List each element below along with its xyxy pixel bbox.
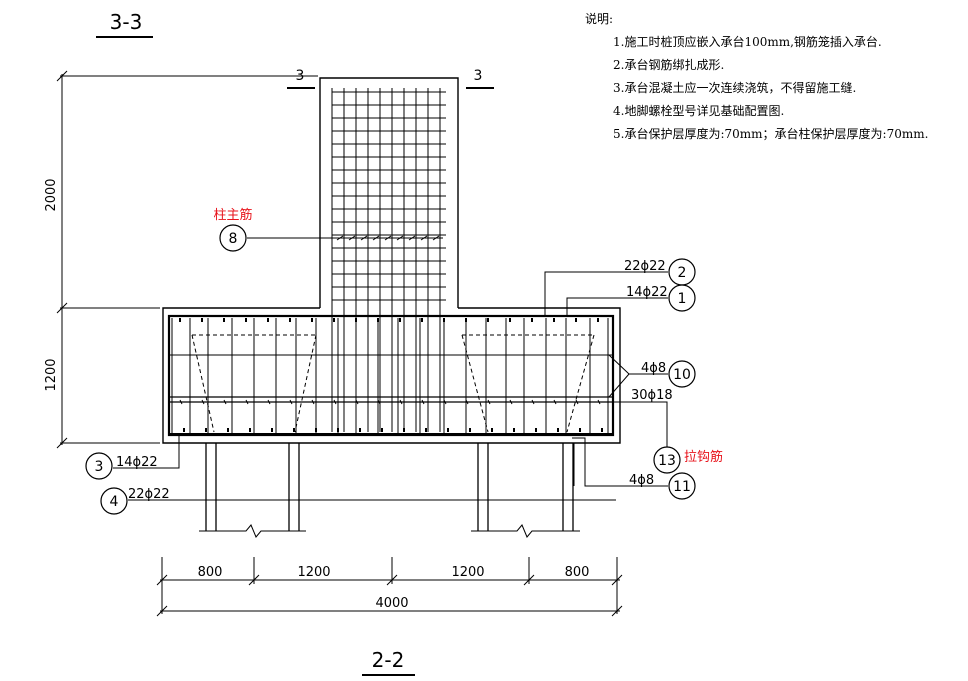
- callout-spec: 22ɸ22: [624, 259, 666, 274]
- rebar-callout-1: 14ɸ22 1: [626, 284, 696, 312]
- note-item: 1.施工时桩顶应嵌入承台100mm,钢筋笼插入承台.: [613, 35, 882, 49]
- dim-span-1: 800: [198, 565, 223, 580]
- callout-label: 柱主筋: [213, 207, 252, 223]
- notes-title: 说明:: [585, 12, 614, 26]
- note-item: 4.地脚螺栓型号详见基础配置图.: [613, 104, 785, 118]
- bar-ticks: [179, 235, 603, 432]
- rebar-callout-13: 13 拉钩筋: [653, 446, 723, 474]
- dim-span-4: 800: [565, 565, 590, 580]
- leader-lines: [113, 237, 668, 501]
- column-outline: [319, 77, 459, 308]
- callout-spec: 14ɸ22: [626, 285, 668, 300]
- vertical-dimension-lines: [56, 70, 318, 449]
- horizontal-dimension-lines: [156, 557, 623, 617]
- rebar-callout-3: 3 14ɸ22: [85, 452, 158, 480]
- rebar-callout-8: 8 柱主筋: [213, 207, 253, 252]
- cap-stirrups: [171, 318, 609, 434]
- rebar-callout-4: 4 22ɸ22: [100, 487, 170, 515]
- callout-number: 4: [110, 494, 119, 510]
- section-title-bottom: 2-2: [372, 648, 405, 672]
- dim-column-height: 2000: [44, 178, 59, 211]
- rebar-callout-11: 4ɸ8 11: [629, 472, 696, 500]
- cap-dashed-hooks: [191, 334, 595, 433]
- cut-mark-right-label: 3: [474, 68, 483, 84]
- callout-spec: 14ɸ22: [116, 455, 158, 470]
- dim-total: 4000: [375, 596, 408, 611]
- dim-cap-height: 1200: [44, 358, 59, 391]
- rebar-callout-10: 4ɸ8 10: [641, 360, 696, 388]
- callout-number: 11: [673, 479, 691, 495]
- cap-rebar: [167, 314, 615, 437]
- note-item: 5.承台保护层厚度为:70mm；承台柱保护层厚度为:70mm.: [613, 127, 929, 141]
- callout-label: 拉钩筋: [684, 449, 723, 465]
- callout-number: 1: [678, 291, 687, 307]
- callout-spec: 4ɸ8: [641, 361, 666, 376]
- callout-number: 13: [658, 453, 676, 469]
- note-item: 3.承台混凝土应一次连续浇筑，不得留施工缝.: [613, 81, 857, 95]
- callout-spec: 30ɸ18: [631, 388, 673, 403]
- callout-number: 3: [95, 459, 104, 475]
- column-rebar-grid: [331, 88, 446, 432]
- callout-number: 2: [678, 265, 687, 281]
- callout-number: 10: [673, 367, 691, 383]
- rebar-callout-30phi18: 30ɸ18: [631, 388, 673, 403]
- dim-span-3: 1200: [451, 565, 484, 580]
- dim-span-2: 1200: [297, 565, 330, 580]
- design-notes: 说明: 1.施工时桩顶应嵌入承台100mm,钢筋笼插入承台. 2.承台钢筋绑扎成…: [585, 10, 928, 146]
- callout-spec: 22ɸ22: [128, 487, 170, 502]
- note-item: 2.承台钢筋绑扎成形.: [613, 58, 725, 72]
- callout-spec: 4ɸ8: [629, 473, 654, 488]
- section-title-top: 3-3: [110, 10, 143, 34]
- callout-number: 8: [229, 231, 238, 247]
- piles: [199, 443, 580, 538]
- rebar-callout-2: 22ɸ22 2: [624, 258, 696, 286]
- pile-cap-outline: [162, 307, 621, 444]
